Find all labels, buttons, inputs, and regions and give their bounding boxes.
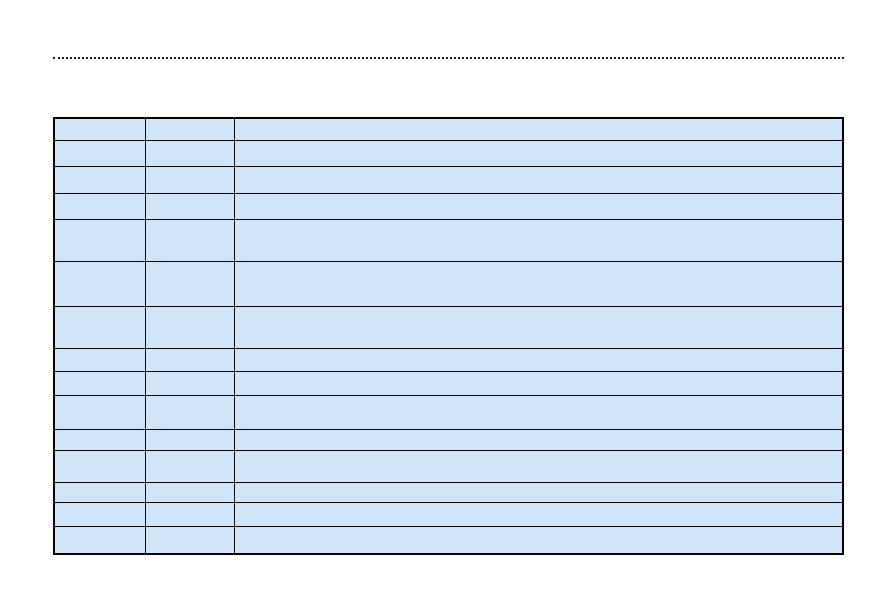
- table-cell: [233, 449, 844, 483]
- table-cell: [233, 525, 844, 555]
- table-cell: [233, 370, 844, 396]
- table-row: [53, 139, 844, 167]
- table-cell: [53, 501, 146, 527]
- table-body: [53, 117, 844, 555]
- table-cell: [53, 525, 146, 555]
- table-cell: [233, 347, 844, 372]
- table-cell: [233, 501, 844, 527]
- table-row: [53, 347, 844, 372]
- table-row: [53, 117, 844, 141]
- table-row: [53, 449, 844, 483]
- table-cell: [233, 165, 844, 194]
- table-cell: [233, 218, 844, 262]
- table-row: [53, 481, 844, 503]
- table-cell: [233, 481, 844, 503]
- table-cell: [144, 305, 235, 349]
- table-cell: [53, 394, 146, 430]
- table-row: [53, 525, 844, 555]
- table-cell: [233, 192, 844, 220]
- table-cell: [144, 525, 235, 555]
- table-cell: [144, 218, 235, 262]
- table-cell: [233, 305, 844, 349]
- table-cell: [233, 428, 844, 451]
- table-cell: [144, 165, 235, 194]
- table-cell: [233, 394, 844, 430]
- table-cell: [53, 347, 146, 372]
- table-cell: [53, 428, 146, 451]
- dotted-separator: [53, 57, 844, 59]
- table-row: [53, 165, 844, 194]
- table-cell: [144, 370, 235, 396]
- table-row: [53, 394, 844, 430]
- table-cell: [53, 139, 146, 167]
- table-cell: [233, 117, 844, 141]
- table-cell: [53, 481, 146, 503]
- table-row: [53, 260, 844, 307]
- table-row: [53, 218, 844, 262]
- table-cell: [53, 370, 146, 396]
- table-cell: [144, 139, 235, 167]
- table-row: [53, 370, 844, 396]
- table-cell: [53, 260, 146, 307]
- table-cell: [144, 501, 235, 527]
- table-cell: [144, 192, 235, 220]
- table-cell: [53, 218, 146, 262]
- table-cell: [144, 481, 235, 503]
- table-cell: [233, 139, 844, 167]
- table-cell: [53, 192, 146, 220]
- table-cell: [144, 449, 235, 483]
- table-row: [53, 428, 844, 451]
- table-cell: [53, 117, 146, 141]
- table-row: [53, 192, 844, 220]
- table-cell: [53, 165, 146, 194]
- table-row: [53, 501, 844, 527]
- table-row: [53, 305, 844, 349]
- table-cell: [53, 305, 146, 349]
- table-cell: [53, 449, 146, 483]
- table-cell: [233, 260, 844, 307]
- table-cell: [144, 428, 235, 451]
- table-cell: [144, 394, 235, 430]
- data-table: [53, 117, 844, 555]
- table-cell: [144, 347, 235, 372]
- table-cell: [144, 117, 235, 141]
- table-cell: [144, 260, 235, 307]
